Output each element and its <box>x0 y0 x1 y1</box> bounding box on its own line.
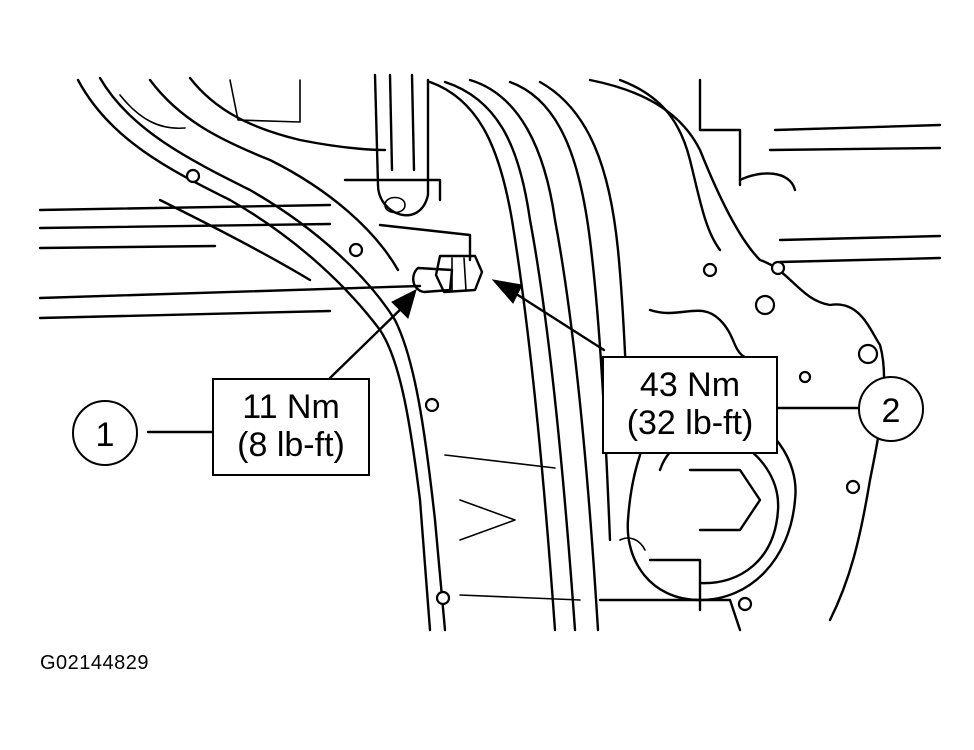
left-flange <box>76 76 447 632</box>
figure-id: G02144829 <box>40 652 150 674</box>
torque-lbft-2: (32 lb-ft) <box>626 404 754 442</box>
torque-lbft-1: (8 lb-ft) <box>237 426 345 464</box>
torque-nm-2: 43 Nm <box>639 366 741 404</box>
torque-callout-1: 11 Nm (8 lb-ft) <box>212 378 370 476</box>
arrow-2 <box>491 279 523 304</box>
callout-number-2: 2 <box>858 376 924 442</box>
center-curves <box>428 78 632 632</box>
right-body <box>588 78 942 632</box>
torque-nm-1: 11 Nm <box>242 388 340 426</box>
bolt <box>412 254 484 294</box>
left-rails <box>38 203 422 320</box>
callout-number-1: 1 <box>72 400 138 466</box>
torque-callout-2: 43 Nm (32 lb-ft) <box>602 356 778 454</box>
center-post <box>343 73 472 262</box>
arrow-1 <box>391 289 417 319</box>
bolt-holes <box>185 168 879 612</box>
leader-lines <box>146 279 860 434</box>
